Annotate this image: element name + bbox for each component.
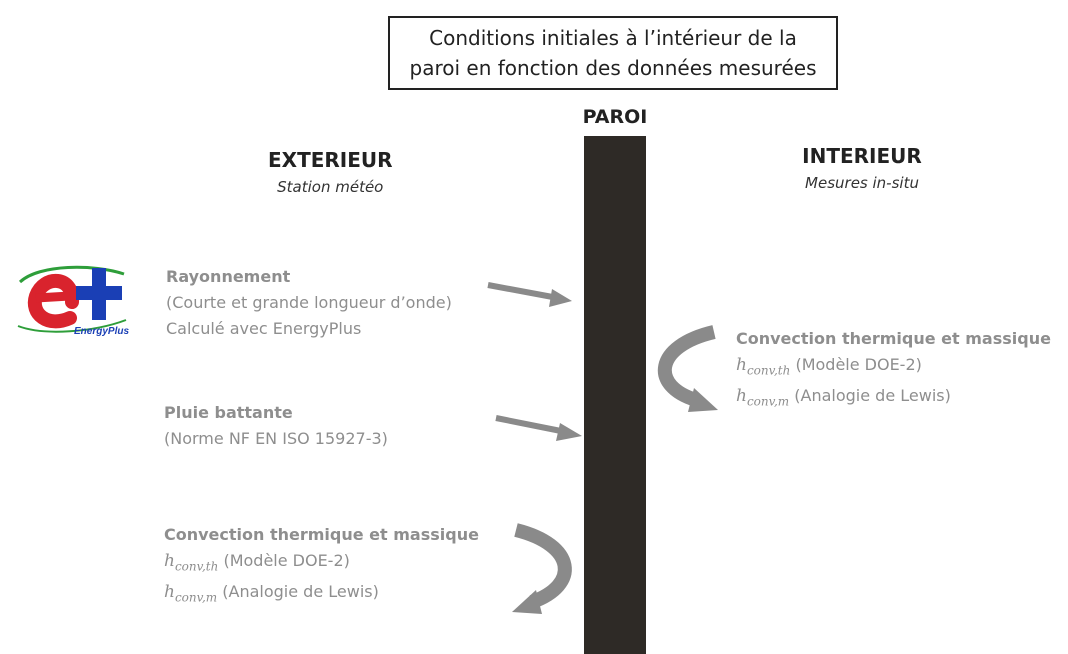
convection-ext-hm-symbol: hconv,m: [164, 582, 218, 605]
wall-block: [584, 136, 646, 654]
energyplus-logo-icon: EnergyPlus: [14, 262, 136, 336]
driving-rain-title: Pluie battante: [164, 403, 293, 422]
convection-int-hth-symbol: hconv,th: [736, 355, 791, 378]
interior-subtitle: Mesures in-situ: [805, 174, 919, 192]
convection-ext-title: Convection thermique et massique: [164, 525, 479, 544]
interior-title: INTERIEUR: [802, 144, 922, 168]
radiation-block: Rayonnement (Courte et grande longueur d…: [166, 264, 452, 342]
driving-rain-arrow: [495, 415, 582, 441]
convection-int-hth: hconv,th (Modèle DOE-2): [736, 355, 922, 378]
convection-int-block: Convection thermique et massique hconv,t…: [736, 326, 1051, 415]
convection-int-arrow: [657, 325, 718, 412]
exterior-subtitle: Station météo: [277, 178, 384, 196]
exterior-heading: EXTERIEUR Station météo: [268, 148, 393, 196]
initial-conditions-line1: Conditions initiales à l’intérieur de la: [429, 26, 797, 50]
convection-ext-hm: hconv,m (Analogie de Lewis): [164, 582, 379, 605]
convection-int-hm-symbol: hconv,m: [736, 386, 790, 409]
exterior-title: EXTERIEUR: [268, 148, 393, 172]
driving-rain-block: Pluie battante (Norme NF EN ISO 15927-3): [164, 400, 388, 452]
energyplus-logo: EnergyPlus: [14, 262, 136, 336]
driving-rain-line1: (Norme NF EN ISO 15927-3): [164, 429, 388, 448]
convection-int-title: Convection thermique et massique: [736, 329, 1051, 348]
initial-conditions-line2: paroi en fonction des données mesurées: [409, 56, 817, 80]
interior-heading: INTERIEUR Mesures in-situ: [792, 144, 932, 192]
energyplus-logo-text: EnergyPlus: [74, 326, 129, 336]
convection-ext-hth-symbol: hconv,th: [164, 551, 219, 574]
radiation-arrow: [487, 282, 572, 307]
radiation-line1: (Courte et grande longueur d’onde): [166, 293, 452, 312]
convection-ext-block: Convection thermique et massique hconv,t…: [164, 522, 479, 611]
radiation-line2: Calculé avec EnergyPlus: [166, 319, 362, 338]
wall-label: PAROI: [582, 106, 648, 128]
convection-ext-arrow: [512, 523, 572, 614]
convection-int-hm: hconv,m (Analogie de Lewis): [736, 386, 951, 409]
initial-conditions-box: Conditions initiales à l’intérieur de la…: [388, 16, 838, 90]
convection-ext-hth: hconv,th (Modèle DOE-2): [164, 551, 350, 574]
radiation-title: Rayonnement: [166, 267, 291, 286]
